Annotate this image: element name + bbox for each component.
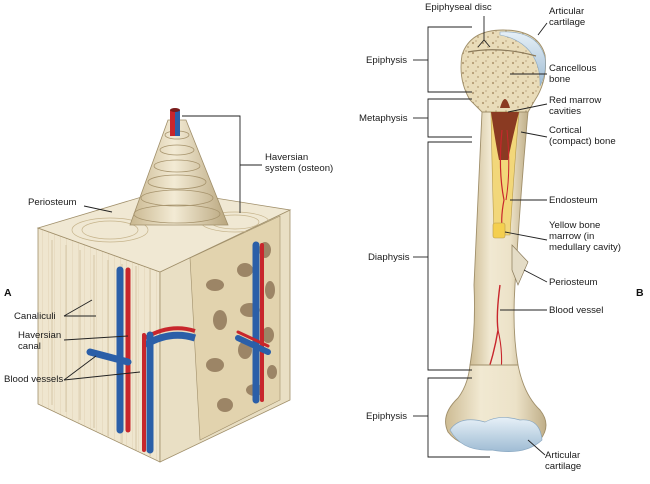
label-cortical-bone: Cortical (compact) bone: [549, 125, 616, 147]
label-periosteum-a: Periosteum: [28, 197, 77, 208]
label-haversian-canal: Haversian canal: [18, 330, 62, 352]
label-periosteum-b: Periosteum: [549, 277, 598, 288]
label-diaphysis: Diaphysis: [368, 252, 410, 263]
label-epiphysis-bottom: Epiphysis: [366, 411, 408, 422]
label-blood-vessels: Blood vessels: [4, 374, 64, 385]
block-blood-vessels: [86, 241, 271, 454]
panel-b-leader-lines: [477, 16, 548, 456]
label-haversian-system: Haversian system (osteon): [265, 152, 334, 174]
panel-label-b: B: [636, 287, 644, 299]
label-epiphysis-top: Epiphysis: [366, 55, 408, 66]
label-endosteum: Endosteum: [549, 195, 598, 206]
panel-b-region-brackets: [413, 26, 490, 458]
label-metaphysis: Metaphysis: [359, 113, 408, 124]
panel-a-leader-lines: [63, 115, 262, 381]
label-yellow-bone-marrow: Yellow bone marrow (in medullary cavity): [549, 220, 621, 253]
panel-label-a: A: [4, 287, 12, 299]
label-red-marrow-cavities: Red marrow cavities: [549, 95, 602, 117]
label-articular-cartilage-bottom: Articular cartilage: [545, 450, 582, 472]
label-articular-cartilage-top: Articular cartilage: [549, 6, 586, 28]
osteon-cone: [129, 108, 229, 226]
label-canaliculi: Canaliculi: [14, 311, 56, 322]
label-blood-vessel: Blood vessel: [549, 305, 604, 316]
long-bone: [445, 29, 547, 452]
label-cancellous-bone: Cancellous bone: [549, 63, 597, 85]
compact-bone-block: [36, 189, 292, 463]
label-epiphyseal-disc: Epiphyseal disc: [425, 2, 492, 13]
